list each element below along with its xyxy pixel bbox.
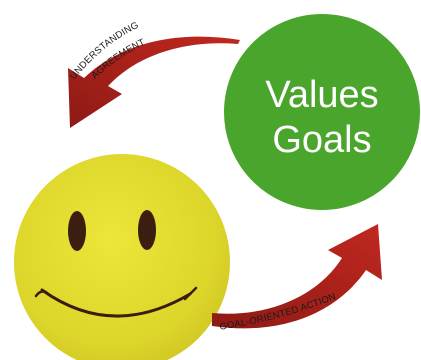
left-eye-icon (68, 211, 86, 251)
right-eye-icon (138, 210, 156, 250)
bottom-arrow-shape (212, 224, 382, 329)
smile-mouth-icon (40, 288, 192, 318)
goal-oriented-action-label: GOAL-ORIENTED ACTION (219, 291, 338, 332)
smile-right-dimple (183, 286, 198, 301)
green-circle-shape (224, 14, 420, 210)
understanding-agreement-arrow: UNDERSTANDING AGREEMENT (68, 20, 240, 129)
smiley-face-shape (14, 154, 230, 360)
values-goals-circle: Values Goals (224, 14, 420, 210)
top-arrow-shape (68, 36, 240, 129)
goal-oriented-action-arrow: GOAL-ORIENTED ACTION (212, 224, 382, 333)
smiley-face (14, 154, 230, 360)
smile-left-dimple (34, 290, 48, 298)
circle-label-goals: Goals (272, 119, 371, 161)
circle-label-values: Values (265, 74, 378, 116)
